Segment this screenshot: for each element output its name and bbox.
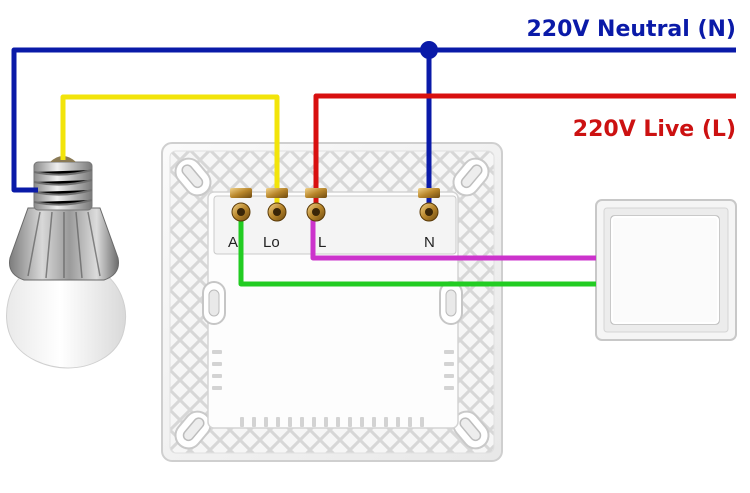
traveler-a-wire (238, 212, 596, 287)
dimmer-module-icon (161, 142, 503, 462)
neutral-label: 220V Neutral (N) (526, 17, 736, 42)
terminal-l-screw (305, 188, 327, 222)
traveler-l-wire (310, 212, 596, 261)
terminal-lo-screw (266, 188, 288, 222)
live-label: 220V Live (L) (573, 117, 736, 142)
terminal-n-label: N (424, 234, 435, 251)
neutral-junction-dot (420, 41, 438, 59)
terminal-screws (230, 188, 440, 222)
led-bulb-icon (6, 156, 126, 369)
terminal-a-label: A (228, 234, 238, 251)
live-wire (313, 93, 736, 212)
terminal-lo-label: Lo (263, 234, 280, 251)
terminal-n-screw (418, 188, 440, 222)
terminal-l-label: L (318, 234, 326, 251)
terminal-a-screw (230, 188, 252, 222)
lamp-wire (60, 94, 280, 212)
neutral-wire (11, 47, 736, 193)
wall-switch-icon (595, 199, 737, 341)
